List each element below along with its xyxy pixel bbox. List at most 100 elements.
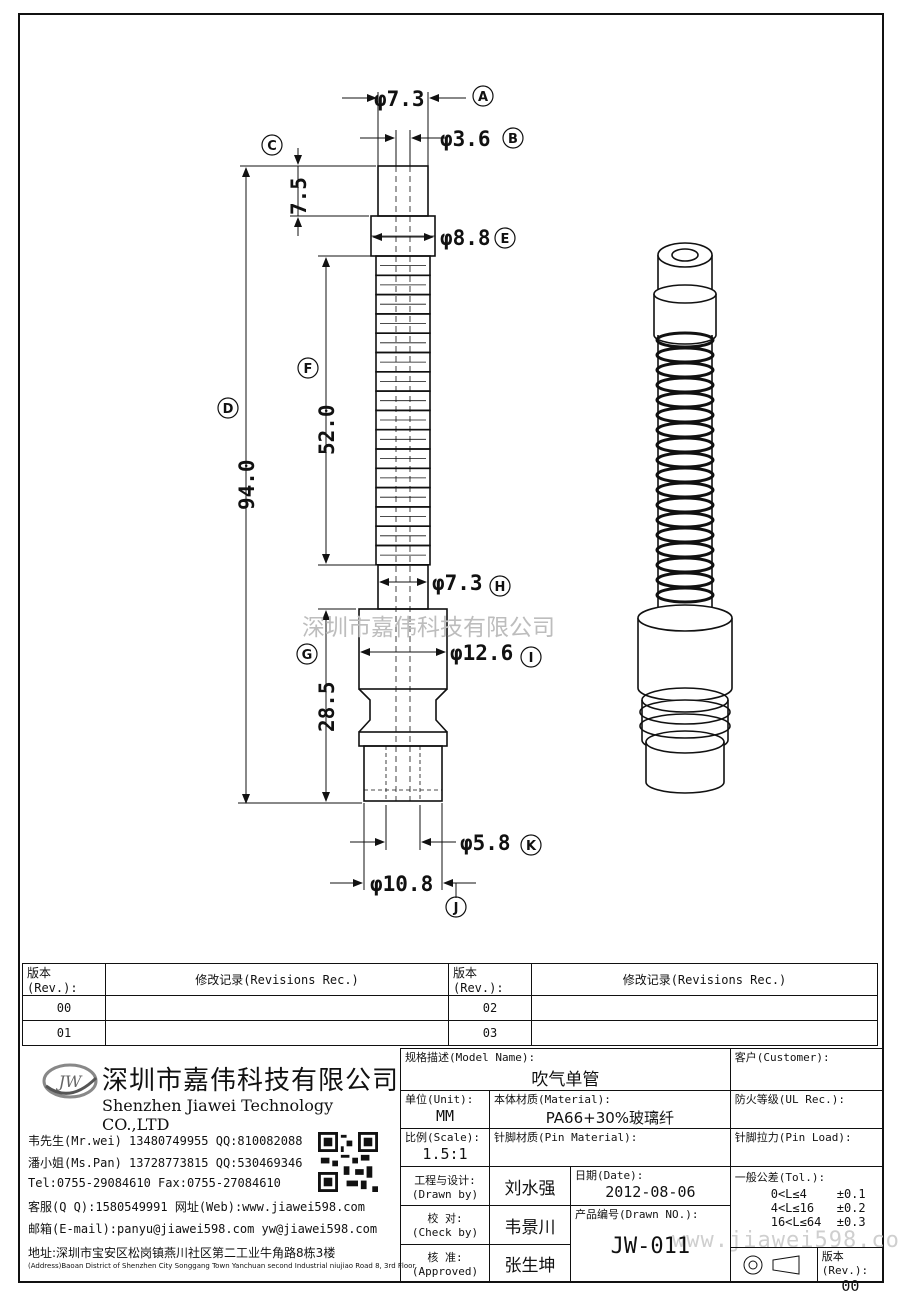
callout-F: F [297,357,319,379]
table-row: 00 02 [22,995,878,1021]
iso-rib [655,346,715,364]
dim-A-value: φ7.3 [374,87,425,111]
model-label: 规格描述(Model Name): [405,1051,536,1064]
iso-rib [655,376,715,394]
svg-text:C: C [267,139,277,154]
isometric-view [637,242,733,794]
pin-material-label: 针脚材质(Pin Material): [489,1128,731,1167]
dim-K-value: φ5.8 [460,831,511,855]
dim-B-value: φ3.6 [440,127,491,151]
scale-value: 1.5:1 [422,1145,468,1163]
dim-G-value: 28.5 [315,681,339,732]
iso-rib [655,466,715,484]
iso-rib [655,361,715,379]
callout-H: H [489,575,511,597]
date-label: 日期(Date): [575,1169,644,1182]
callout-B: B [502,127,524,149]
unit-label: 单位(Unit): [405,1093,474,1106]
rev-cell: 03 [448,1020,532,1046]
dimension-lines [238,92,476,898]
drawn-label: 工程与设计: [414,1173,476,1187]
company-logo-icon: JW [42,1063,98,1099]
svg-text:G: G [302,648,313,663]
drawn-no-value: JW-011 [610,1234,691,1259]
iso-rib [655,451,715,469]
callout-D: D [217,397,239,419]
model-value: 吹气单管 [531,1070,600,1090]
projection-symbol-icon [743,1255,800,1275]
rev-cell [105,995,449,1021]
date-value: 2012-08-06 [605,1183,696,1201]
company-block: JW 深圳市嘉伟科技有限公司 Shenzhen Jiawei Technolog… [22,1048,415,1283]
contact-line: 邮箱(E-mail):panyu@jiawei598.com yw@jiawei… [28,1222,378,1236]
table-row: 01 03 [22,1020,878,1046]
dim-C-value: 7.5 [287,177,311,215]
tolerance-value: ±0.1 [836,1187,866,1201]
drawn-no-label: 产品编号(Drawn NO.): [575,1208,699,1221]
material-label: 本体材质(Material): [494,1093,611,1106]
svg-text:JW: JW [56,1072,83,1091]
rev-header: 版本(Rev.): [22,963,106,996]
callout-E: E [494,227,516,249]
iso-rib [655,421,715,439]
contact-line: Tel:0755-29084610 Fax:0755-27084610 [28,1176,281,1190]
rev-record-header: 修改记录(Revisions Rec.) [531,963,878,996]
svg-text:I: I [529,651,534,666]
customer-label: 客户(Customer): [729,1048,885,1091]
tolerance-range: 16<L≤64 [770,1215,822,1229]
check-label-en: (Check by) [411,1226,479,1240]
iso-rib [655,586,715,604]
iso-rib [655,496,715,514]
contact-line: 客服(Q Q):1580549991 网址(Web):www.jiawei598… [28,1200,365,1214]
iso-rib [655,391,715,409]
pin-load-label: 针脚拉力(Pin Load): [729,1128,885,1167]
check-value: 韦景川 [490,1206,570,1245]
svg-text:F: F [304,362,313,377]
approved-label: 核 准: [427,1250,463,1264]
title-block: 规格描述(Model Name): 吹气单管 客户(Customer): 单位(… [400,1048,885,1295]
rev-header: 版本(Rev.): [448,963,532,996]
rev-value: 00 [841,1277,860,1295]
svg-text:A: A [478,90,488,105]
tolerance-label: 一般公差(Tol.): [734,1171,826,1184]
svg-text:J: J [453,901,459,916]
rev-cell [105,1020,449,1046]
rev-cell [531,995,878,1021]
dim-J-value: φ10.8 [370,872,433,896]
dim-D-value: 94.0 [235,459,259,510]
iso-rib [655,571,715,589]
callout-A: A [472,85,494,107]
check-label: 校 对: [427,1212,463,1226]
revision-table: 版本(Rev.): 修改记录(Revisions Rec.) 版本(Rev.):… [22,963,878,1046]
svg-text:B: B [508,132,518,147]
dim-F-value: 52.0 [315,404,339,455]
callout-J: J [445,896,467,918]
iso-rib [655,481,715,499]
tolerance-value: ±0.2 [836,1201,866,1215]
callout-G: G [296,643,318,665]
rev-cell: 01 [22,1020,106,1046]
callout-K: K [520,834,542,856]
tolerance-range: 4<L≤16 [770,1201,815,1215]
contact-line: 韦先生(Mr.wei) 13480749955 QQ:810082088 [28,1134,303,1148]
iso-rib [655,556,715,574]
approved-label-en: (Approved) [411,1264,479,1278]
rev-cell: 00 [22,995,106,1021]
dim-H-value: φ7.3 [432,571,483,595]
svg-text:E: E [501,232,510,247]
approved-value: 张生坤 [504,1256,556,1276]
iso-rib [655,436,715,454]
svg-text:D: D [223,402,234,417]
iso-rib [655,541,715,559]
part-profile [358,165,448,802]
dim-E-value: φ8.8 [440,226,491,250]
iso-rib [655,406,715,424]
callout-I: I [520,646,542,668]
iso-rib [655,526,715,544]
scale-label: 比例(Scale): [405,1131,480,1144]
drawn-value: 刘水强 [490,1167,571,1205]
company-address-en: (Address)Baoan District of Shenzhen City… [28,1262,416,1270]
rev-cell: 02 [448,995,532,1021]
dim-I-value: φ12.6 [450,641,513,665]
watermark-text: 深圳市嘉伟科技有限公司 [302,615,555,641]
